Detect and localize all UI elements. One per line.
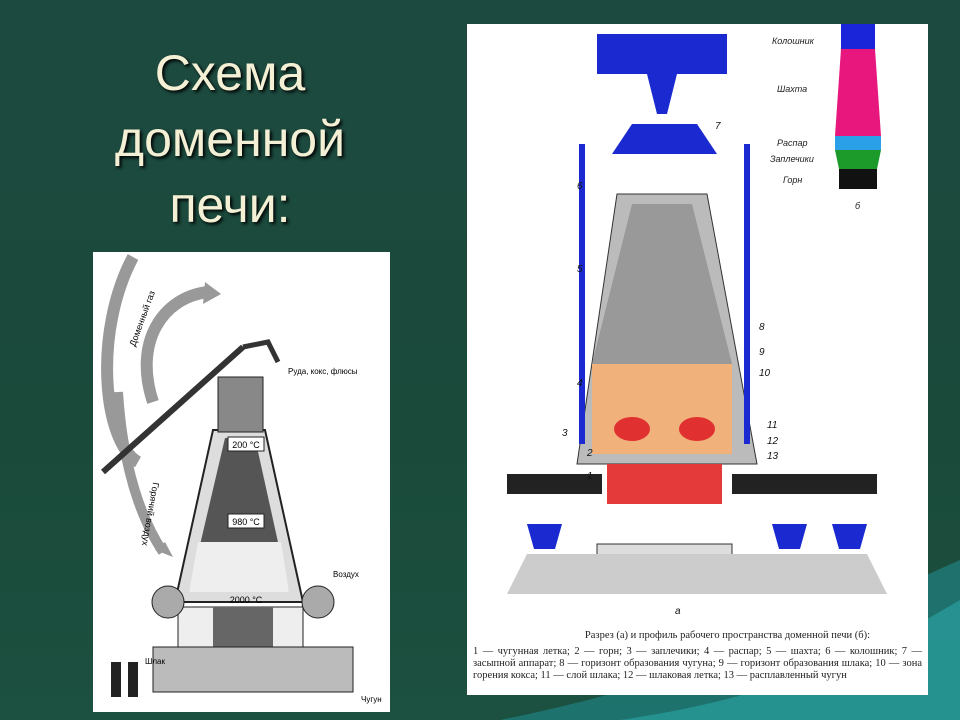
skip-hoist xyxy=(101,344,245,475)
callout-5: 5 xyxy=(577,264,583,275)
callout-11: 11 xyxy=(767,420,777,431)
label-iron: Чугун xyxy=(361,695,382,704)
callout-1: 1 xyxy=(587,471,593,482)
workers-figure xyxy=(111,662,138,697)
label-980c: 980 °C xyxy=(232,517,260,527)
caption-title: Разрез (а) и профиль рабочего пространст… xyxy=(584,630,871,641)
callout-10: 10 xyxy=(759,368,771,379)
label-slag: Шлак xyxy=(145,657,165,666)
callout-6: 6 xyxy=(577,181,583,192)
label-charge: Руда, кокс, флюсы xyxy=(288,367,358,376)
callout-2: 2 xyxy=(586,448,593,459)
callout-3: 3 xyxy=(562,428,568,439)
profile-label-gorn: Горн xyxy=(783,175,802,185)
profile-label-shakhta: Шахта xyxy=(777,84,807,94)
label-2000c: 2000 °C xyxy=(230,595,263,605)
furnace-section-drawing: 1 2 3 4 5 6 7 8 9 10 11 12 13 а Колошник… xyxy=(467,24,928,695)
callout-4: 4 xyxy=(577,378,583,389)
profile-letter: б xyxy=(855,201,861,211)
callout-8: 8 xyxy=(759,322,765,333)
molten-iron xyxy=(607,464,722,504)
profile-label-raspar: Распар xyxy=(777,138,807,148)
callout-7: 7 xyxy=(715,121,721,132)
top-hopper xyxy=(597,34,727,74)
profile-chart: Колошник Шахта Распар Заплечики Горн б xyxy=(770,24,881,211)
blast-furnace-illustration: Доменный газ Горячий воздух 200 °C 980 °… xyxy=(93,252,390,712)
profile-label-koloshnik: Колошник xyxy=(772,36,815,46)
caption-legend: 1 — чугунная летка; 2 — горн; 3 — заплеч… xyxy=(473,646,922,681)
label-200c: 200 °C xyxy=(232,440,260,450)
callout-13: 13 xyxy=(767,451,779,462)
slide-title: Схема доменной печи: xyxy=(114,45,346,233)
section-letter: а xyxy=(675,606,681,617)
label-air: Воздух xyxy=(333,570,359,579)
charging-bell xyxy=(612,124,717,154)
callout-9: 9 xyxy=(759,347,765,358)
callout-12: 12 xyxy=(767,436,779,447)
profile-label-zaplechiki: Заплечики xyxy=(770,154,814,164)
hot-air-arrow xyxy=(113,391,168,555)
